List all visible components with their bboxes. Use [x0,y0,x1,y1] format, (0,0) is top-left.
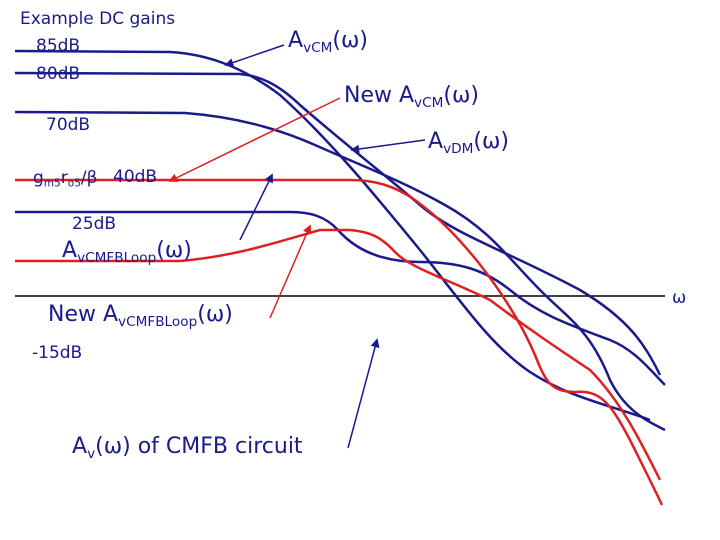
gain-40db-label: 40dB [113,167,158,187]
new-avcmfbloop-40db-curve [15,178,664,506]
cmfb-loop-pointer-arrow [239,173,273,241]
new-cmfb-loop-pointer-arrow [269,224,312,319]
gain-70db-label: 70dB [46,115,91,135]
avcm-pointer-arrow [224,44,285,67]
new-avcm-pointer-arrow [168,97,341,182]
new-avcm-label: New AvCM(ω) [344,83,479,111]
gain-80db-label: 80dB [36,64,81,84]
avdm-label: AvDM(ω) [428,129,509,157]
new-avcm-curve [15,228,662,481]
avcm-85db-curve [14,49,651,422]
cmfb-circuit-label: Av(ω) of CMFB circuit [72,434,303,462]
gain-85db-label: 85dB [36,36,81,56]
avcm-label: AvCM(ω) [288,28,368,56]
gain-neg15db-label: -15dB [32,343,83,363]
gain-25db-label: 25dB [72,214,117,234]
avdm-70db-curve [14,110,666,432]
avcmfbloop-label: AvCMFBLoop(ω) [62,238,192,266]
gmro-over-beta-label: gm5ro5/β [33,168,98,190]
avdm-pointer-arrow [350,139,426,154]
avcmfbloop-25db-curve [15,210,666,386]
new-avcmfbloop-label: New AvCMFBLoop(ω) [48,302,233,330]
cmfb-circuit-pointer-arrow [347,338,380,449]
omega-axis-label: ω [672,288,687,308]
example-dc-gains-label: Example DC gains [20,9,176,29]
